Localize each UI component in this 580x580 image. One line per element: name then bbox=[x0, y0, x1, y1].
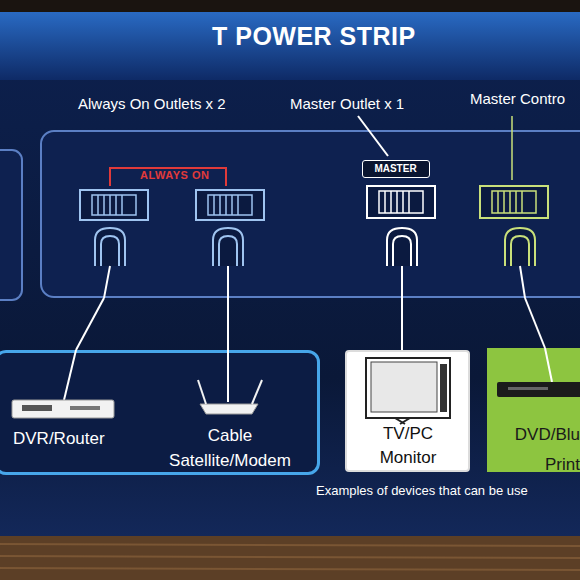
leader-line bbox=[358, 116, 388, 156]
router-icon bbox=[198, 380, 262, 414]
title-band bbox=[0, 10, 580, 80]
cord bbox=[104, 266, 525, 298]
outlet-heading: Master Outlet x 1 bbox=[290, 95, 404, 112]
dvd-icon bbox=[497, 382, 580, 397]
cardboard-ridges bbox=[0, 544, 580, 570]
caption: Examples of devices that can be use bbox=[316, 483, 528, 498]
node-text: TV/PC Monitor bbox=[364, 422, 452, 470]
top-edge bbox=[0, 0, 580, 12]
cardboard bbox=[0, 536, 580, 580]
plug bbox=[505, 228, 535, 266]
node-text: Cable Satellite/Modem bbox=[155, 423, 305, 473]
side-panel bbox=[0, 150, 22, 300]
plug bbox=[95, 228, 125, 266]
master-tag: MASTER bbox=[362, 160, 430, 178]
master-device-box: TV/PC Monitor bbox=[345, 350, 470, 472]
dvr-icon bbox=[12, 400, 114, 418]
power-strip-panel: ALWAYS ON MASTER bbox=[40, 130, 580, 298]
power-cord bbox=[525, 298, 545, 348]
outlet bbox=[196, 190, 264, 220]
outlet-heading: Master Contro bbox=[470, 90, 565, 107]
outlet bbox=[80, 190, 148, 220]
outlet bbox=[367, 186, 435, 218]
power-cord bbox=[76, 298, 104, 350]
title: T POWER STRIP bbox=[212, 22, 416, 51]
node-text: DVD/Blu Print bbox=[497, 420, 580, 480]
tv-icon bbox=[366, 358, 450, 424]
cord bbox=[64, 348, 552, 402]
always-on-device-box: DVR/RouterCable Satellite/Modem bbox=[0, 350, 320, 475]
node-text: DVR/Router bbox=[13, 429, 153, 449]
node-text: ALWAYS ON bbox=[140, 169, 250, 181]
controlled-device-box: DVD/Blu Print bbox=[487, 348, 580, 472]
outlet bbox=[480, 186, 548, 218]
power-cord bbox=[227, 298, 229, 350]
plug bbox=[387, 228, 417, 266]
plug bbox=[213, 228, 243, 266]
power-cord bbox=[401, 298, 403, 350]
node-text: MASTER bbox=[363, 161, 428, 176]
always-on-bracket bbox=[110, 168, 226, 186]
leader-line bbox=[511, 116, 513, 180]
outlet-heading: Always On Outlets x 2 bbox=[78, 95, 226, 112]
